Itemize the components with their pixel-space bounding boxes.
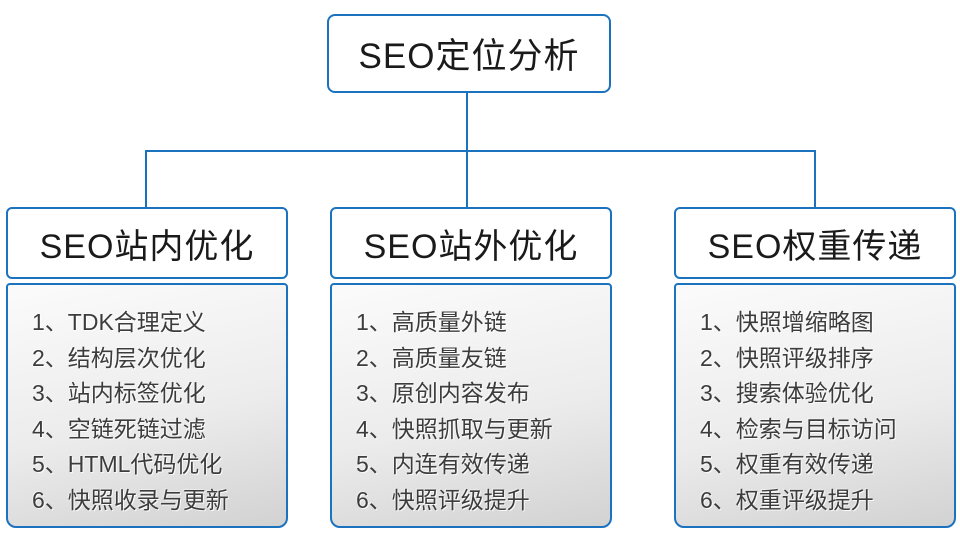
branch-title: SEO站内优化 (39, 227, 255, 266)
branch-item: 4、快照抓取与更新 (356, 415, 553, 442)
branch-item: 2、高质量友链 (356, 344, 507, 371)
branch-item: 1、高质量外链 (356, 309, 507, 335)
branch-title: SEO站外优化 (363, 227, 579, 266)
branch-item-list: 1、高质量外链 2、高质量友链 3、原创内容发布 4、快照抓取与更新 5、内连有… (356, 305, 602, 518)
branch-item: 4、检索与目标访问 (700, 415, 897, 442)
connector-drop-left (145, 150, 147, 207)
branch-weight-transfer: SEO权重传递 1、快照增缩略图 2、快照评级排序 3、搜索体验优化 4、检索与… (674, 207, 956, 528)
branch-header-weight: SEO权重传递 (674, 207, 956, 279)
branch-offsite-optimization: SEO站外优化 1、高质量外链 2、高质量友链 3、原创内容发布 4、快照抓取与… (330, 207, 612, 528)
branch-item: 5、权重有效传递 (700, 451, 874, 477)
root-node-seo-positioning: SEO定位分析 (327, 14, 611, 93)
root-node-title: SEO定位分析 (358, 37, 580, 76)
branch-item: 6、快照收录与更新 (32, 486, 229, 513)
branch-item: 5、内连有效传递 (356, 451, 530, 477)
branch-item: 6、快照评级提升 (356, 486, 530, 513)
branch-item: 1、快照增缩略图 (700, 309, 874, 335)
branch-onsite-optimization: SEO站内优化 1、TDK合理定义 2、结构层次优化 3、站内标签优化 4、空链… (6, 207, 288, 528)
branch-panel-offsite: 1、高质量外链 2、高质量友链 3、原创内容发布 4、快照抓取与更新 5、内连有… (330, 283, 612, 528)
branch-item: 5、HTML代码优化 (32, 451, 223, 477)
branch-item: 6、权重评级提升 (700, 486, 874, 513)
branch-item: 3、原创内容发布 (356, 380, 530, 406)
branch-header-onsite: SEO站内优化 (6, 207, 288, 279)
branch-panel-weight: 1、快照增缩略图 2、快照评级排序 3、搜索体验优化 4、检索与目标访问 5、权… (674, 283, 956, 528)
branch-item: 1、TDK合理定义 (32, 309, 206, 335)
branch-item: 2、结构层次优化 (32, 344, 206, 371)
branch-title: SEO权重传递 (707, 227, 923, 266)
connector-root-stem (466, 93, 468, 151)
connector-drop-right (814, 150, 816, 207)
branch-item: 4、空链死链过滤 (32, 415, 206, 442)
branch-item: 3、站内标签优化 (32, 380, 206, 406)
branch-item-list: 1、快照增缩略图 2、快照评级排序 3、搜索体验优化 4、检索与目标访问 5、权… (700, 305, 946, 518)
connector-drop-middle (466, 150, 468, 207)
branch-item: 2、快照评级排序 (700, 344, 874, 371)
branch-item: 3、搜索体验优化 (700, 380, 874, 406)
branch-item-list: 1、TDK合理定义 2、结构层次优化 3、站内标签优化 4、空链死链过滤 5、H… (32, 305, 278, 518)
branch-panel-onsite: 1、TDK合理定义 2、结构层次优化 3、站内标签优化 4、空链死链过滤 5、H… (6, 283, 288, 528)
connector-horizontal-rail (145, 150, 816, 152)
branch-header-offsite: SEO站外优化 (330, 207, 612, 279)
